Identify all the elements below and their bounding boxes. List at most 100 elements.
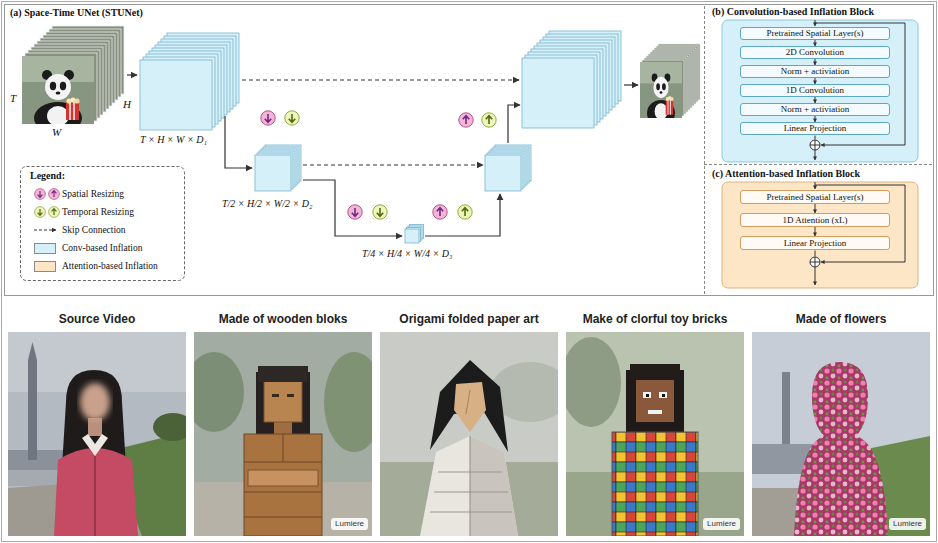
spatial-up-icon (433, 205, 447, 219)
fold-line (466, 390, 470, 414)
wooden-blocks-image (194, 332, 372, 536)
plank-lines (244, 434, 322, 517)
blurred-tree (566, 337, 621, 427)
brick-hair (626, 370, 684, 438)
panel-title: (c) Attention-based Inflation Block (708, 168, 930, 180)
layer-label: 2D Convolution (786, 47, 844, 58)
legend-swatch (34, 243, 56, 254)
spatial-up-icon (459, 113, 473, 127)
dimension-label: T/2 × H/2 × W/2 × D₂ (222, 198, 312, 210)
legend-text: Skip Connection (62, 224, 126, 236)
arm-block (248, 470, 318, 486)
output-arrow (815, 150, 816, 160)
feature-volume (485, 145, 531, 191)
attn-block-ground (722, 182, 918, 288)
vest (54, 448, 138, 536)
legend-sample (49, 189, 60, 200)
diagram-border (5, 5, 934, 296)
image-caption: Made of wooden bloks (219, 312, 348, 327)
hair-block (256, 372, 310, 442)
feature-slice (405, 229, 419, 243)
axis-label: H (123, 98, 131, 111)
blurred-tree (324, 352, 372, 452)
pupil (646, 394, 649, 397)
paper-body (420, 436, 518, 536)
panda-frame (22, 56, 94, 134)
watermark: Lumiere (331, 518, 368, 530)
flow-connector (815, 204, 816, 213)
legend-sample-slot (34, 225, 56, 236)
flow-connector (815, 227, 816, 236)
legend-item: Conv-based Inflation (34, 242, 142, 254)
layer-box: Pretrained Spatial Layer(s) (740, 27, 890, 40)
skip-arrow (242, 79, 519, 80)
feature-slice (522, 58, 594, 128)
feature-volume (255, 145, 301, 191)
layer-box: 1D Convolution (740, 84, 890, 97)
zipper (94, 456, 96, 536)
legend-sample-slot (34, 189, 56, 200)
temporal-up-icon (458, 205, 472, 219)
eye (287, 394, 294, 397)
brick-head (636, 378, 674, 422)
pupil (662, 394, 665, 397)
output-line (815, 251, 816, 257)
output-arrow (815, 267, 816, 285)
tower (28, 342, 37, 360)
image-caption: Made of flowers (796, 312, 887, 327)
legend-swatch (34, 261, 56, 272)
legend-sample (35, 207, 46, 218)
image-caption: Origami folded paper art (399, 312, 538, 327)
sum-symbol (810, 257, 820, 267)
layer-label: Linear Projection (784, 123, 847, 134)
legend-item: Attention-based Inflation (34, 260, 158, 272)
legend-item: Skip Connection (34, 224, 126, 236)
head-block (264, 380, 302, 422)
dimension-label: T × H × W × D₁ (140, 134, 207, 146)
legend-sample (34, 229, 56, 230)
collar (82, 434, 108, 456)
blurred-face (80, 383, 110, 421)
mouth (648, 410, 662, 414)
legend-box (21, 167, 185, 281)
layer-label: 1D Attention (xL) (783, 215, 848, 226)
brick-body (612, 432, 698, 536)
tower (28, 360, 37, 460)
legend-item: Temporal Resizing (34, 206, 134, 218)
flow-arrow (425, 194, 500, 236)
fold-line (470, 436, 471, 536)
unet-flow (127, 75, 638, 236)
layer-label: Pretrained Spatial Layer(s) (767, 28, 864, 39)
temporal-up-icon (482, 113, 496, 127)
flow-arrow (624, 84, 638, 85)
layer-box: Norm + activiation (740, 65, 890, 78)
flower-figure (794, 362, 888, 536)
flow-arrow (127, 74, 137, 75)
axis-label: W (52, 126, 61, 139)
feature-volume (522, 31, 621, 128)
panel-divider (704, 164, 932, 165)
panel-title: (b) Convolution-based Inflation Block (708, 6, 930, 18)
axis-label: T (10, 92, 16, 105)
layer-label: Linear Projection (784, 238, 847, 249)
sum-cross (810, 257, 820, 267)
skip-arrow (303, 164, 483, 165)
output-line (815, 136, 816, 140)
legend-title: Legend: (30, 170, 65, 182)
tree (153, 413, 186, 441)
panda-frame (640, 62, 682, 126)
feature-volume (140, 33, 239, 130)
layer-label: Pretrained Spatial Layer(s) (767, 192, 864, 203)
feature-volume (405, 225, 424, 244)
dimension-label: T/4 × H/4 × W/4 × D₃ (362, 248, 452, 260)
source-video-image (8, 332, 186, 536)
inflation-block-panel: (b) Convolution-based Inflation BlockPre… (708, 6, 930, 162)
panel-divider (704, 6, 705, 294)
flowers-image (752, 332, 930, 536)
hair-block (258, 366, 308, 382)
spatial-down-icon (348, 205, 362, 219)
layer-box: Linear Projection (740, 122, 890, 135)
